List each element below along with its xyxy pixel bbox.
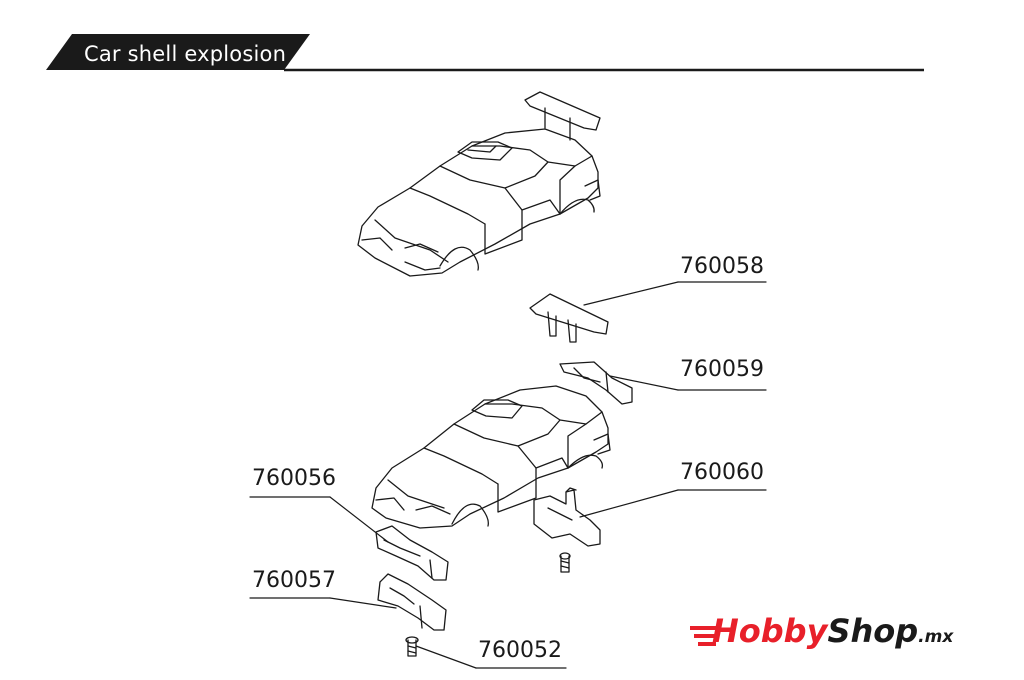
rear-mount-part [533,487,601,547]
page-title: Car shell explosion [84,42,287,66]
rear-wing-part [529,293,609,343]
part-label-bumper-mount: 760057 [252,568,336,593]
watermark-tld: .mx [918,627,954,647]
rear-bumper-part [559,361,633,405]
speed-lines-icon [690,626,716,646]
header-tab-shape [46,34,924,72]
watermark-hobby: Hobby [712,612,828,650]
part-label-front-bumper: 760056 [252,466,336,491]
part-label-screw: 760052 [478,638,562,663]
front-bumper-part [375,525,449,581]
bumper-mount-part [377,573,447,631]
watermark-shop: Shop [827,612,919,650]
part-label-rear-wing: 760058 [680,254,764,279]
part-label-rear-bumper: 760059 [680,357,764,382]
car-shell-illustration [371,385,611,529]
screw-part-rear [559,552,571,573]
assembled-car-illustration [357,91,601,277]
part-label-rear-mount: 760060 [680,460,764,485]
screw-part-front [405,636,419,657]
watermark-logo: HobbyShop.mx [712,612,953,650]
